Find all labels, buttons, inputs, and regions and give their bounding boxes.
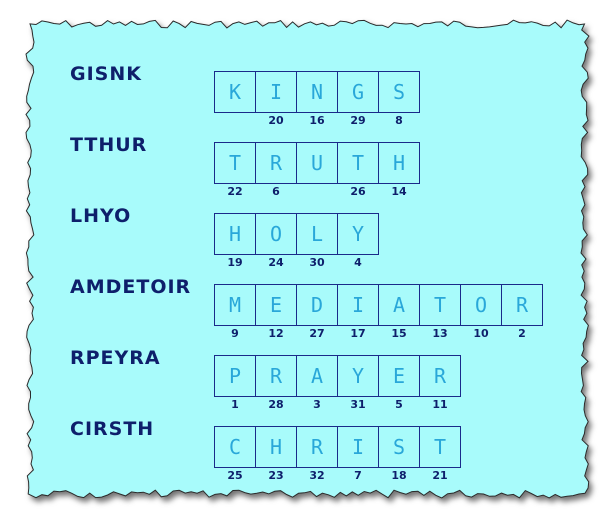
letter-box[interactable]: R <box>501 284 543 326</box>
letter-number: 6 <box>272 185 280 198</box>
letter-box[interactable]: K <box>214 71 256 113</box>
letter-box[interactable]: A <box>378 284 420 326</box>
letter-number: 15 <box>391 327 407 340</box>
letter-box[interactable]: I <box>255 71 297 113</box>
letter-box[interactable]: O <box>255 213 297 255</box>
letter-box[interactable]: O <box>460 284 502 326</box>
letter-number: 18 <box>391 469 407 482</box>
letter-box[interactable]: T <box>419 426 461 468</box>
letter-number: 9 <box>231 327 239 340</box>
letter-box[interactable]: U <box>296 142 338 184</box>
scrambled-word: RPEYRA <box>70 347 161 369</box>
letter-box[interactable]: R <box>419 355 461 397</box>
letter-box[interactable]: N <box>296 71 338 113</box>
scrambled-word: GISNK <box>70 63 142 85</box>
letter-number: 22 <box>227 185 243 198</box>
letter-number: 7 <box>354 469 362 482</box>
letter-box[interactable]: T <box>419 284 461 326</box>
letter-box[interactable]: Y <box>337 213 379 255</box>
letter-number: 3 <box>313 398 321 411</box>
letter-box[interactable]: H <box>214 213 256 255</box>
letter-number: 16 <box>309 114 325 127</box>
letter-box[interactable]: H <box>378 142 420 184</box>
letter-number: 19 <box>227 256 243 269</box>
letter-box[interactable]: T <box>214 142 256 184</box>
letter-number: 21 <box>432 469 448 482</box>
letter-box[interactable]: R <box>255 355 297 397</box>
letter-number: 32 <box>309 469 325 482</box>
letter-box[interactable]: T <box>337 142 379 184</box>
letter-box[interactable]: R <box>255 142 297 184</box>
letter-box[interactable]: E <box>378 355 420 397</box>
letter-number: 26 <box>350 185 366 198</box>
letter-number: 12 <box>268 327 284 340</box>
letter-box[interactable]: E <box>255 284 297 326</box>
scrambled-word: LHYO <box>70 205 132 227</box>
letter-number: 27 <box>309 327 325 340</box>
letter-box[interactable]: L <box>296 213 338 255</box>
letter-box[interactable]: G <box>337 71 379 113</box>
letter-number: 29 <box>350 114 366 127</box>
letter-box[interactable]: S <box>378 71 420 113</box>
letter-box[interactable]: A <box>296 355 338 397</box>
letter-number: 2 <box>518 327 526 340</box>
letter-number: 30 <box>309 256 325 269</box>
letter-number: 24 <box>268 256 284 269</box>
letter-box[interactable]: M <box>214 284 256 326</box>
letter-number: 31 <box>350 398 366 411</box>
letter-number: 28 <box>268 398 284 411</box>
letter-number: 8 <box>395 114 403 127</box>
letter-number: 17 <box>350 327 366 340</box>
letter-box[interactable]: P <box>214 355 256 397</box>
letter-box[interactable]: H <box>255 426 297 468</box>
scrambled-word: AMDETOIR <box>70 276 192 298</box>
letter-number: 11 <box>432 398 448 411</box>
letter-number: 10 <box>473 327 489 340</box>
letter-number: 5 <box>395 398 403 411</box>
letter-number: 1 <box>231 398 239 411</box>
letter-number: 25 <box>227 469 243 482</box>
letter-box[interactable]: C <box>214 426 256 468</box>
letter-number: 4 <box>354 256 362 269</box>
letter-box[interactable]: Y <box>337 355 379 397</box>
letter-number: 20 <box>268 114 284 127</box>
letter-box[interactable]: D <box>296 284 338 326</box>
letter-number: 23 <box>268 469 284 482</box>
letter-number: 13 <box>432 327 448 340</box>
scrambled-word: TTHUR <box>70 134 148 156</box>
letter-number: 14 <box>391 185 407 198</box>
letter-box[interactable]: I <box>337 426 379 468</box>
scrambled-word: CIRSTH <box>70 418 155 440</box>
letter-box[interactable]: I <box>337 284 379 326</box>
letter-box[interactable]: R <box>296 426 338 468</box>
letter-box[interactable]: S <box>378 426 420 468</box>
